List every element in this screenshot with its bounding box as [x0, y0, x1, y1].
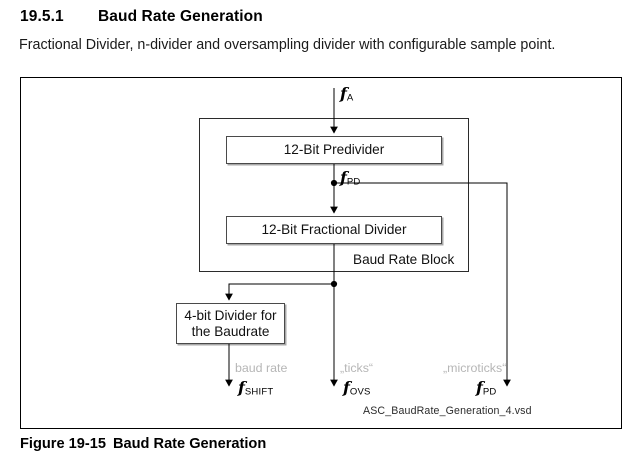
block-12bit-fractional-divider-label: 12-Bit Fractional Divider	[261, 222, 407, 238]
annotation-microticks: „microticks“	[443, 361, 507, 375]
figure-caption-title: Baud Rate Generation	[112, 436, 267, 452]
block-12bit-predivider-label: 12-Bit Predivider	[283, 142, 385, 158]
section-heading: 19.5.1 Baud Rate Generation	[20, 8, 630, 30]
signal-fa-subscript: A	[346, 92, 354, 104]
signal-fpd-internal-subscript: PD	[346, 176, 361, 188]
signal-fpd-internal-symbol: f	[340, 168, 347, 187]
block-4bit-baudrate-divider[interactable]: 4-bit Divider for the Baudrate	[176, 303, 285, 344]
signal-fpd-output-symbol: f	[476, 378, 483, 397]
signal-fshift-symbol: f	[238, 378, 245, 397]
signal-fovs-symbol: f	[343, 378, 350, 397]
annotation-baud-rate: baud rate	[235, 361, 288, 375]
signal-label-fshift: fSHIFT	[238, 378, 273, 398]
figure-frame	[20, 77, 622, 429]
block-4bit-baudrate-divider-line2: the Baudrate	[191, 323, 270, 339]
figure-source-filename: ASC_BaudRate_Generation_4.vsd	[363, 405, 532, 417]
baud-rate-block-label: Baud Rate Block	[353, 252, 455, 267]
signal-label-fovs: fOVS	[343, 378, 371, 398]
figure-caption-number: Figure 19-15	[20, 436, 106, 452]
signal-label-fpd-internal: fPD	[340, 168, 361, 188]
section-title: Baud Rate Generation	[98, 8, 263, 25]
block-4bit-baudrate-divider-line1: 4-bit Divider for	[184, 308, 277, 323]
signal-fa-symbol: f	[340, 84, 347, 103]
block-12bit-predivider[interactable]: 12-Bit Predivider	[226, 136, 442, 164]
signal-fovs-subscript: OVS	[349, 386, 371, 398]
annotation-ticks: „ticks“	[340, 361, 374, 375]
figure-caption: Figure 19-15 Baud Rate Generation	[20, 436, 266, 452]
signal-label-fa: fA	[340, 84, 353, 104]
signal-fpd-output-subscript: PD	[482, 386, 497, 398]
section-intro-paragraph: Fractional Divider, n-divider and oversa…	[19, 37, 556, 53]
block-12bit-fractional-divider[interactable]: 12-Bit Fractional Divider	[226, 216, 442, 244]
signal-fshift-subscript: SHIFT	[244, 386, 274, 398]
section-number: 19.5.1	[20, 8, 64, 25]
signal-label-fpd-output: fPD	[476, 378, 497, 398]
